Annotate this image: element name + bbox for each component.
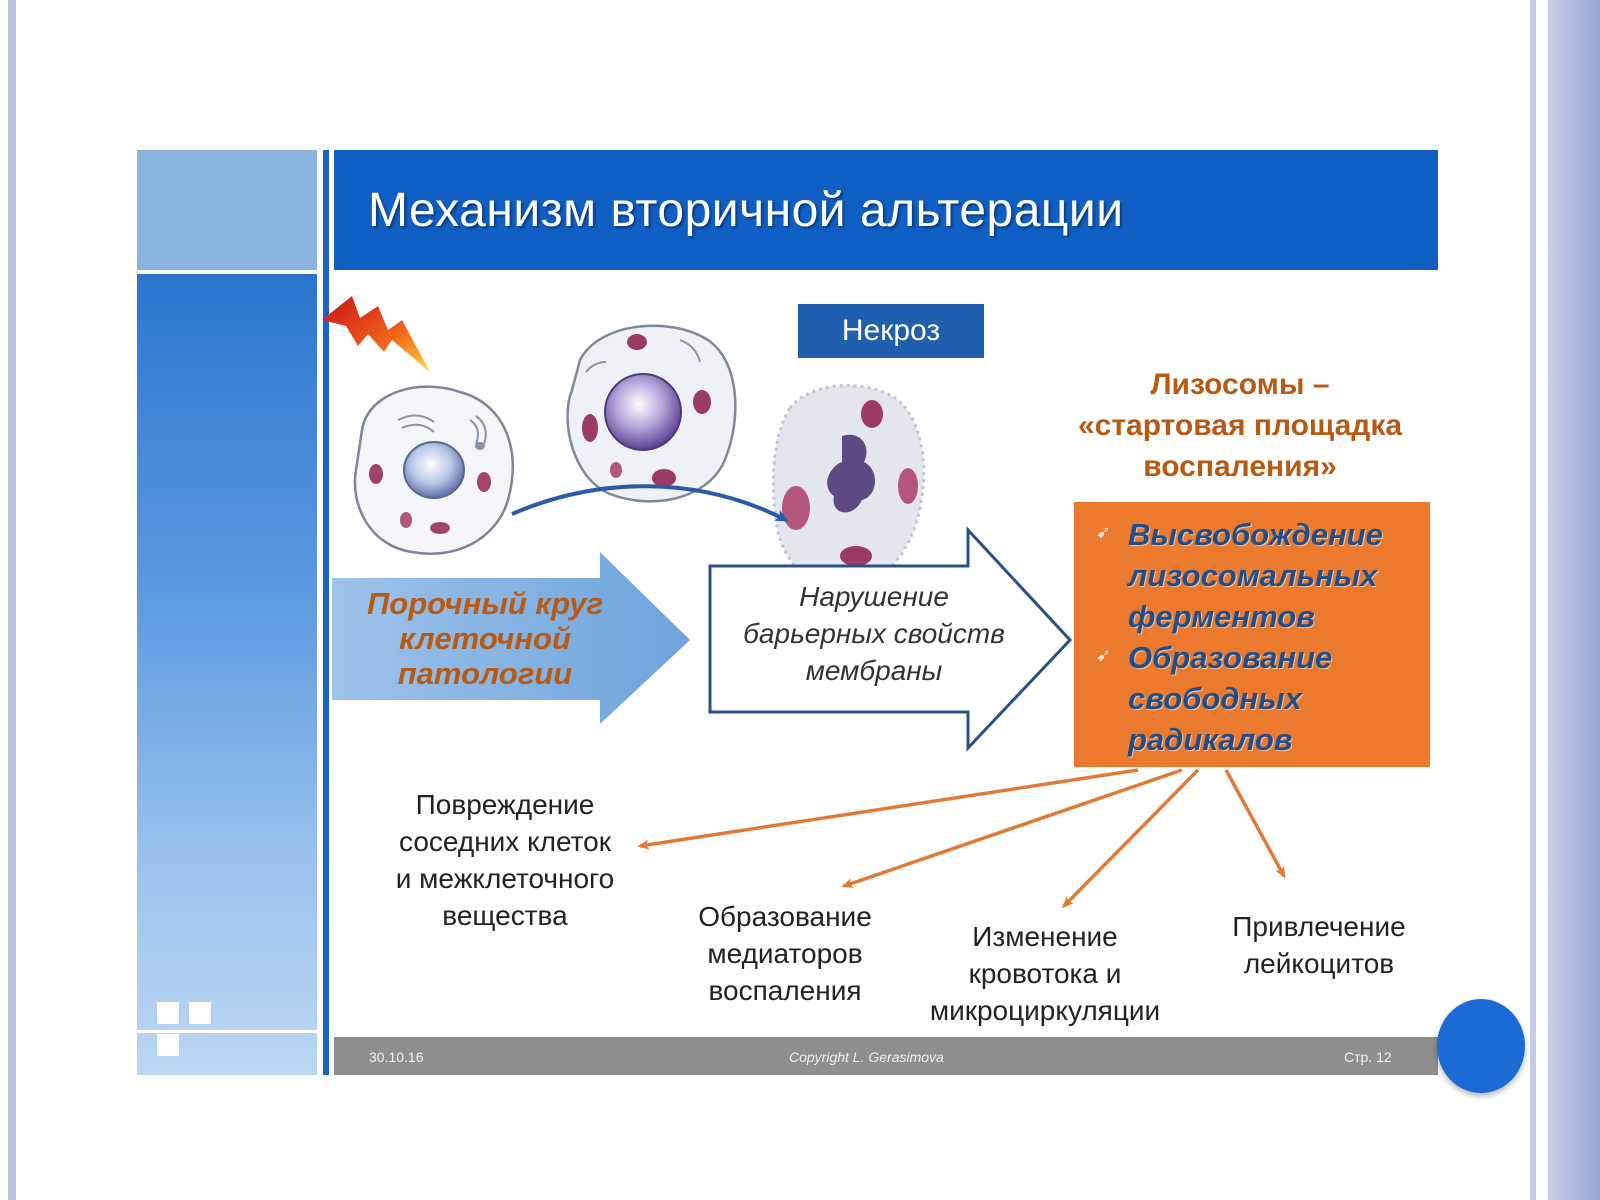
consequence-leukocytes: Привлечение лейкоцитов: [1194, 908, 1444, 982]
decor-square: [157, 1002, 179, 1024]
consequence-line: воспаления: [708, 975, 862, 1006]
consequence-line: медиаторов: [707, 938, 863, 969]
sidebar-top-panel: [137, 150, 317, 270]
left-frame-border: [8, 0, 16, 1200]
healthy-cell-icon: [353, 385, 515, 555]
lysosome-title-line: воспаления»: [1143, 450, 1337, 483]
arrow-to-bloodflow: [1061, 768, 1200, 909]
footer-bar: 30.10.16 Copyright L. Gerasimova Стр. 12: [334, 1037, 1438, 1075]
consequence-line: соседних клеток: [399, 826, 611, 857]
swollen-cell-icon: [566, 324, 737, 503]
consequence-line: Привлечение: [1232, 911, 1406, 942]
consequence-line: Повреждение: [415, 789, 595, 820]
effect-item: Высвобождение лизосомальных ферментов: [1128, 517, 1383, 634]
sidebar-gradient-panel: [137, 274, 317, 1075]
consequence-line: Изменение: [972, 921, 1118, 952]
vicious-circle-line: Порочный круг: [366, 586, 603, 621]
decorative-circle: [1437, 999, 1525, 1093]
lysosome-title-line: «стартовая площадка: [1077, 409, 1403, 442]
right-frame-border: [1548, 0, 1600, 1200]
decor-square: [189, 1002, 211, 1024]
vicious-circle-arrow: [332, 552, 690, 724]
consequence-line: вещества: [442, 900, 568, 931]
sidebar-divider: [137, 270, 329, 274]
arrow-to-leukocytes: [1224, 769, 1286, 879]
necrosis-label: Некроз: [841, 314, 941, 347]
lysosome-effects-box: ➹ Высвобождение лизосомальных ферментов …: [1074, 502, 1430, 767]
sidebar-divider-bottom: [137, 1030, 329, 1033]
bullet-icon: ➹: [1096, 522, 1112, 542]
lightning-icon: [322, 296, 430, 372]
lysosome-title-line: Лизосомы –: [1150, 368, 1330, 401]
title-bar: Механизм вторичной альтерации: [334, 150, 1438, 270]
consequence-bloodflow: Изменение кровотока и микроциркуляции: [900, 918, 1190, 1029]
barrier-line: барьерных свойств: [743, 618, 1005, 649]
right-frame-line: [1530, 0, 1536, 1200]
consequence-mediators: Образование медиаторов воспаления: [660, 898, 910, 1009]
footer-copyright: Copyright L. Gerasimova: [789, 1049, 944, 1065]
footer-page-number: Стр. 12: [1344, 1049, 1392, 1065]
decor-square: [157, 1034, 179, 1056]
arrow-to-damage: [637, 768, 1139, 850]
consequence-line: кровотока и: [968, 958, 1122, 989]
bullet-icon: ➹: [1096, 645, 1112, 665]
footer-date: 30.10.16: [369, 1049, 424, 1065]
progression-arrow: [511, 484, 789, 522]
vicious-circle-text: Порочный круг клеточной патологии: [335, 586, 635, 691]
necrosis-label-box: Некроз: [798, 304, 984, 358]
consequence-line: микроциркуляции: [929, 995, 1161, 1026]
necrotic-cell-icon: [771, 384, 926, 588]
vicious-circle-line: клеточной: [399, 621, 571, 656]
vertical-rule-white: [317, 150, 323, 1075]
vertical-rule-blue: [323, 150, 329, 1075]
consequence-line: лейкоцитов: [1243, 948, 1395, 979]
slide-title: Механизм вторичной альтерации: [368, 183, 1124, 237]
arrow-to-mediators: [841, 768, 1183, 888]
barrier-arrow: [708, 526, 1073, 752]
membrane-barrier-text: Нарушение барьерных свойств мембраны: [714, 578, 1034, 689]
consequence-line: и межклеточного: [395, 863, 615, 894]
barrier-line: Нарушение: [799, 581, 949, 612]
vicious-circle-line: патологии: [397, 656, 573, 691]
barrier-line: мембраны: [805, 655, 943, 686]
effect-item: Образование свободных радикалов: [1128, 640, 1333, 757]
consequence-line: Образование: [698, 901, 872, 932]
lysosome-title: Лизосомы – «стартовая площадка воспалени…: [1050, 364, 1430, 487]
consequence-damage: Повреждение соседних клеток и межклеточн…: [360, 786, 650, 934]
